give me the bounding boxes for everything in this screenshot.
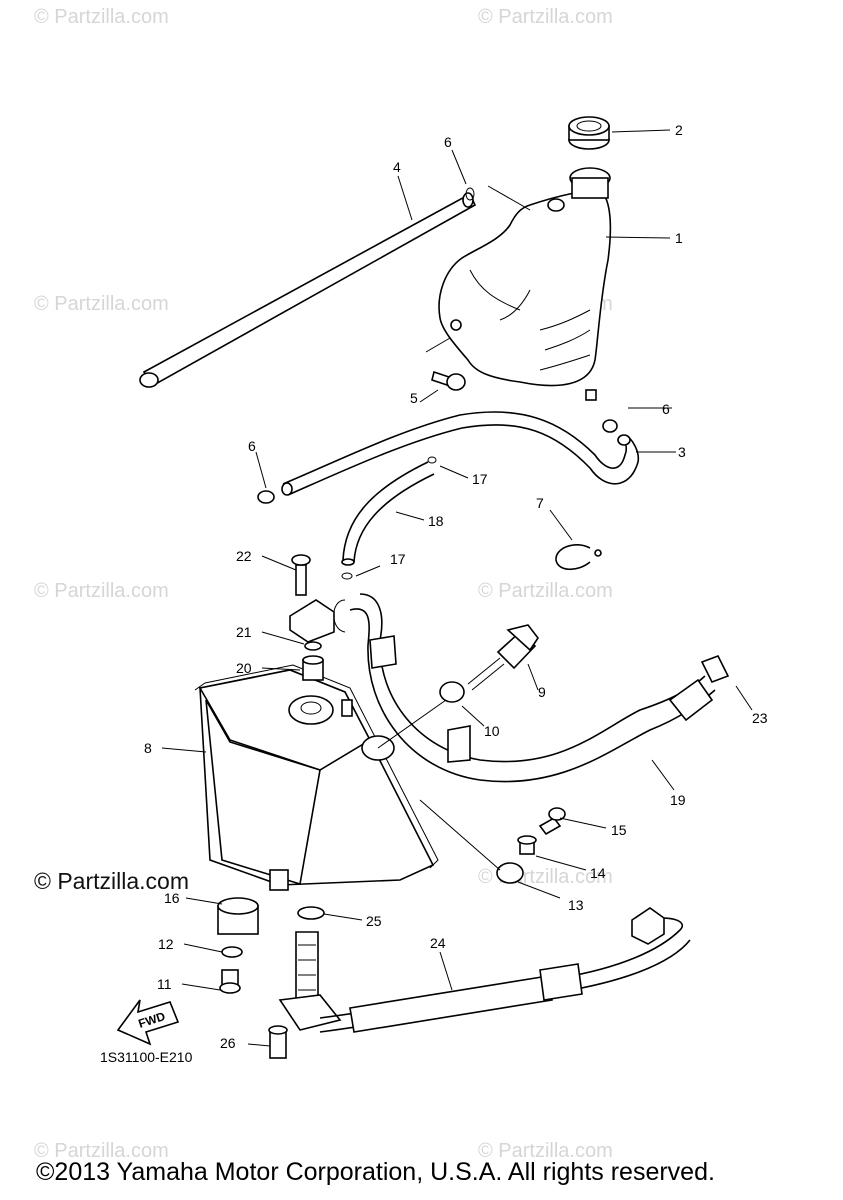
callout-9: 9: [538, 684, 546, 700]
bolt-5: [431, 370, 466, 391]
fwd-arrow-icon: FWD: [116, 999, 180, 1046]
callout-23: 23: [752, 710, 768, 726]
callout-labels: 1 2 3 4 5 6 6 6 7 8 9 10 11 12 13 14 15 …: [144, 122, 768, 1051]
bolt-26: [268, 1025, 288, 1059]
callout-10: 10: [484, 723, 500, 739]
callout-20: 20: [236, 660, 252, 676]
diagram-code: 1S31100-E210: [100, 1049, 193, 1065]
callout-25: 25: [366, 913, 382, 929]
hose-clip: [257, 187, 618, 504]
callout-18: 18: [428, 513, 444, 529]
callout-4: 4: [393, 159, 401, 175]
watermark: © Partzilla.com: [34, 1140, 169, 1162]
callout-21: 21: [236, 624, 252, 640]
watermark: © Partzilla.com: [34, 6, 169, 28]
oil-pipe: [278, 907, 691, 1033]
return-hose: [281, 411, 640, 496]
callout-26: 26: [220, 1035, 236, 1051]
watermark: © Partzilla.com: [34, 293, 169, 315]
callout-1: 1: [675, 230, 683, 246]
callout-13: 13: [568, 897, 584, 913]
callout-22: 22: [236, 548, 252, 564]
watermark: © Partzilla.com: [478, 1140, 613, 1162]
callout-2: 2: [675, 122, 683, 138]
watermark: © Partzilla.com: [478, 6, 613, 28]
callout-17: 17: [390, 551, 406, 567]
bolt-collar-grommet: [496, 807, 566, 884]
callout-17: 17: [472, 471, 488, 487]
short-hose: [341, 461, 435, 566]
watermark: © Partzilla.com: [478, 580, 613, 602]
bracket-assembly: [289, 554, 335, 681]
callout-14: 14: [590, 865, 606, 881]
callout-12: 12: [158, 936, 174, 952]
small-clip: [341, 456, 437, 580]
fitting-23: [700, 654, 730, 684]
o-ring-25: [297, 906, 325, 920]
callout-19: 19: [670, 792, 686, 808]
watermark-prominent: © Partzilla.com: [34, 868, 189, 894]
callout-6: 6: [444, 134, 452, 150]
oil-tank: [194, 664, 439, 891]
hose-clamp: [555, 544, 602, 571]
callout-11: 11: [157, 976, 172, 992]
copyright-footer: ©2013 Yamaha Motor Corporation, U.S.A. A…: [36, 1158, 715, 1186]
callout-16: 16: [164, 890, 180, 906]
dipstick: [467, 624, 539, 691]
reservoir-tank: [438, 167, 612, 401]
breather-hose: [139, 192, 477, 388]
callout-5: 5: [410, 390, 418, 406]
reservoir-cap: [568, 116, 610, 150]
drain-plug: [217, 897, 259, 994]
callout-8: 8: [144, 740, 152, 756]
watermark: © Partzilla.com: [34, 580, 169, 602]
callout-7: 7: [536, 495, 544, 511]
oil-hose: [333, 593, 716, 783]
leader-lines: [161, 129, 753, 1047]
callout-24: 24: [430, 935, 446, 951]
callout-6: 6: [662, 401, 670, 417]
o-ring-10: [439, 681, 465, 703]
callout-15: 15: [611, 822, 627, 838]
callout-3: 3: [678, 444, 686, 460]
callout-6: 6: [248, 438, 256, 454]
